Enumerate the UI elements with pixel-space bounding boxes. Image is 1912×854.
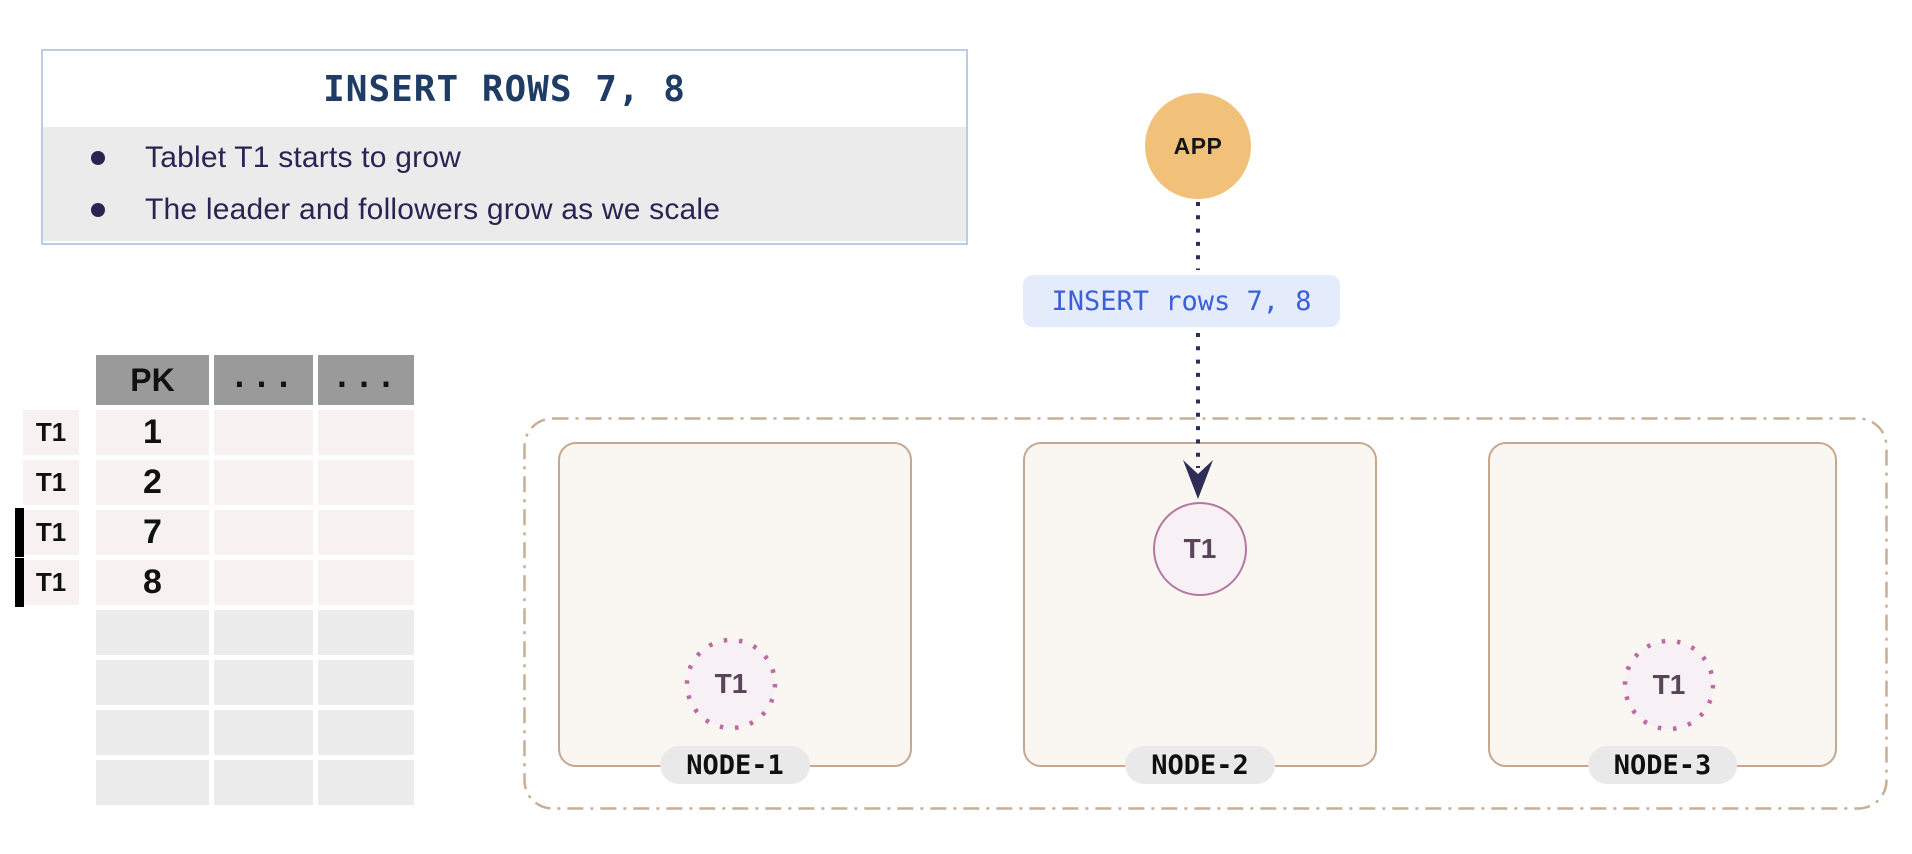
dotted-ring-icon bbox=[684, 637, 778, 731]
bullet-item: The leader and followers grow as we scal… bbox=[43, 184, 966, 236]
bullet-icon bbox=[91, 203, 105, 217]
tablet-table: T1 T1 T1 T1 PK ... ... 1 2 7 8 bbox=[15, 355, 423, 810]
table-cell-empty bbox=[318, 560, 414, 605]
node-3-label: NODE-3 bbox=[1587, 746, 1738, 784]
info-box-bullet-list: Tablet T1 starts to grow The leader and … bbox=[43, 127, 966, 241]
tablet-t1-follower: T1 bbox=[1622, 638, 1716, 732]
tablet-t1-follower: T1 bbox=[684, 637, 778, 731]
table-cell-unused bbox=[214, 610, 313, 655]
table-cell-unused bbox=[318, 660, 414, 705]
table-cell-empty bbox=[214, 460, 313, 505]
tablet-t1-leader: T1 bbox=[1153, 502, 1247, 596]
table-cell-empty bbox=[214, 410, 313, 455]
table-cell-unused bbox=[318, 760, 414, 805]
column-header-pk: PK bbox=[96, 355, 209, 405]
table-cell-pk: 2 bbox=[96, 460, 209, 505]
cluster-container: T1 NODE-1 T1 NODE-2 T1 NODE-3 bbox=[523, 417, 1888, 810]
table-cell-empty bbox=[214, 510, 313, 555]
info-box-title: INSERT ROWS 7, 8 bbox=[323, 68, 686, 110]
table-cell-unused bbox=[214, 710, 313, 755]
table-cell-unused bbox=[214, 760, 313, 805]
table-cell-pk: 8 bbox=[96, 560, 209, 605]
bullet-item: Tablet T1 starts to grow bbox=[43, 132, 966, 184]
table-cell-unused bbox=[318, 610, 414, 655]
tablet-label: T1 bbox=[1183, 533, 1217, 564]
table-cell-unused bbox=[96, 660, 209, 705]
row-label-text: T1 bbox=[35, 517, 67, 547]
column-header-ellipsis: ... bbox=[318, 355, 414, 405]
table-cell-empty bbox=[318, 510, 414, 555]
insert-request-label: INSERT rows 7, 8 bbox=[1023, 275, 1340, 327]
insert-marker-bar bbox=[15, 508, 24, 557]
tablet-label: T1 bbox=[1652, 669, 1686, 700]
node-1-label: NODE-1 bbox=[660, 746, 810, 784]
dotted-ring-icon bbox=[1622, 638, 1716, 732]
bullet-text: Tablet T1 starts to grow bbox=[145, 141, 462, 174]
node-1-box: T1 NODE-1 bbox=[558, 442, 912, 784]
table-grid: PK ... ... 1 2 7 8 bbox=[96, 355, 414, 805]
table-cell-unused bbox=[96, 710, 209, 755]
node-2-label: NODE-2 bbox=[1125, 746, 1275, 784]
table-cell-unused bbox=[214, 660, 313, 705]
row-label-text: T1 bbox=[35, 567, 67, 597]
node-2-box: T1 NODE-2 bbox=[1023, 442, 1377, 784]
cluster-dashed-border bbox=[523, 417, 1888, 810]
row-label: T1 bbox=[15, 508, 79, 557]
info-box: INSERT ROWS 7, 8 Tablet T1 starts to gro… bbox=[41, 49, 968, 245]
bullet-text: The leader and followers grow as we scal… bbox=[145, 193, 721, 226]
row-label: T1 bbox=[23, 460, 79, 505]
app-node: APP bbox=[1145, 93, 1251, 199]
row-label: T1 bbox=[15, 558, 79, 607]
table-cell-pk: 1 bbox=[96, 410, 209, 455]
table-cell-empty bbox=[318, 410, 414, 455]
column-header-ellipsis: ... bbox=[214, 355, 313, 405]
table-cell-empty bbox=[214, 560, 313, 605]
tablet-label: T1 bbox=[714, 668, 748, 699]
bullet-icon bbox=[91, 151, 105, 165]
table-cell-unused bbox=[318, 710, 414, 755]
table-cell-unused bbox=[96, 760, 209, 805]
insert-marker-bar bbox=[15, 558, 24, 607]
table-row-labels: T1 T1 T1 T1 bbox=[15, 410, 79, 610]
row-label: T1 bbox=[23, 410, 79, 455]
node-3-box: T1 NODE-3 bbox=[1488, 442, 1837, 784]
table-cell-empty bbox=[318, 460, 414, 505]
table-cell-unused bbox=[96, 610, 209, 655]
table-cell-pk: 7 bbox=[96, 510, 209, 555]
